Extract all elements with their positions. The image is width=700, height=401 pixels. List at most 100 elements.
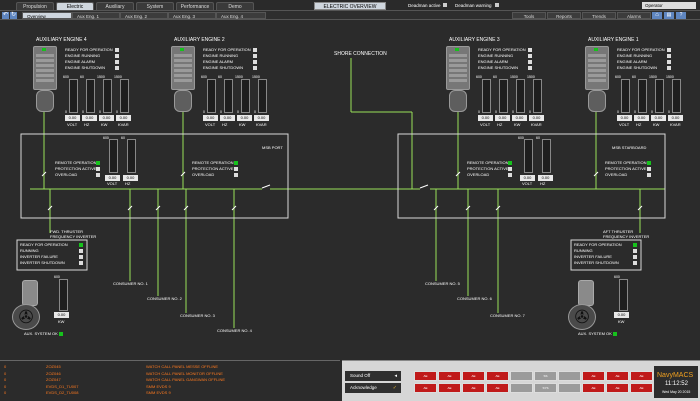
alarm-group-card[interactable]: AE (462, 371, 485, 381)
alarm-group-card[interactable]: SS (534, 371, 557, 381)
acknowledge-button[interactable]: Acknowledge✓ (345, 383, 401, 393)
busbar-gauge-max: 600 (103, 136, 109, 140)
alarm-group-card[interactable]: AE (486, 383, 509, 393)
busbar-status-indicator (647, 173, 651, 177)
gauge-value: 0.00 (237, 115, 252, 121)
tab-propulsion[interactable]: Propulsion (16, 2, 54, 10)
alarm-group-card[interactable]: AE (606, 371, 629, 381)
busbar-status-indicator (647, 161, 651, 165)
engine-status-indicator (253, 60, 257, 64)
gauge-max: 1500 (114, 75, 122, 79)
subtab-aux-eng-1[interactable]: Aux Eng. 1 (72, 12, 120, 19)
alarms-button[interactable]: Alarms (617, 12, 651, 19)
busbar-gauge-unit: HZ (540, 181, 546, 186)
gauge-unit: KVAR (670, 122, 681, 127)
home-icon[interactable]: ⌂ (652, 12, 662, 19)
alarm-group-card[interactable]: AE (582, 371, 605, 381)
subtab-aux-eng-4[interactable]: Aux Eng. 4 (216, 12, 266, 19)
help-icon[interactable]: ? (676, 12, 686, 19)
engine-status-indicator (667, 66, 671, 70)
alarm-group-card[interactable]: AE (606, 383, 629, 393)
gauge-min: 0 (237, 110, 239, 114)
thruster-status-indicator (79, 243, 83, 247)
sound-off-label: Sound Off (350, 373, 371, 378)
gauge-value: 0.00 (634, 115, 649, 121)
reports-button[interactable]: Reports (547, 12, 581, 19)
busbar-status-label: OVERLOAD (192, 172, 215, 177)
engine-graphic (585, 46, 609, 90)
busbar-gauge-unit: VOLT (107, 181, 118, 186)
busbar-gauge-bar (542, 139, 551, 173)
alarm-group-card[interactable]: SYS (534, 383, 557, 393)
engine-fin (449, 54, 467, 57)
gauge-unit: HZ (636, 122, 642, 127)
engine-fin (36, 59, 54, 62)
alarm-group-card[interactable]: AE (630, 371, 653, 381)
gauge-unit: KVAR (118, 122, 129, 127)
back-icon[interactable]: ↶ (2, 12, 9, 19)
subtab-overview[interactable]: Overview (22, 12, 72, 19)
thruster-status-label: INVERTER SHUTDOWN (20, 260, 65, 265)
refresh-icon[interactable]: ↻ (10, 12, 17, 19)
thruster-motor (22, 280, 38, 306)
busbar-gauge-bar (109, 139, 118, 173)
alarm-group-card[interactable]: AE (414, 383, 437, 393)
thruster-title-line1: FWD. THRUSTER (50, 229, 84, 234)
tab-demo[interactable]: Demo (216, 2, 254, 10)
alarm-group-card[interactable]: AE (462, 383, 485, 393)
subtab-aux-eng-2[interactable]: Aux Eng. 2 (120, 12, 168, 19)
alarm-group-card[interactable]: AE (438, 383, 461, 393)
tab-electric[interactable]: Electric (56, 2, 94, 10)
gauge-min: 0 (203, 110, 205, 114)
thruster-status-indicator (79, 261, 83, 265)
subtab-aux-eng-3[interactable]: Aux Eng. 3 (168, 12, 216, 19)
engine-generator (174, 90, 192, 112)
breaker-consumer-7 (495, 205, 501, 211)
busbar-status-indicator (234, 161, 238, 165)
deadman-active-indicator (443, 3, 447, 7)
alarm-group-card[interactable] (510, 383, 533, 393)
alarm-group-card[interactable]: AE (582, 383, 605, 393)
gauge-value: 0.00 (254, 115, 269, 121)
busbar-status-indicator (96, 167, 100, 171)
engine-fin (588, 54, 606, 57)
alarm-group-card[interactable]: AE (630, 383, 653, 393)
trends-button[interactable]: Trends (582, 12, 616, 19)
gauge-max: 60 (493, 75, 497, 79)
print-icon[interactable]: ▤ (664, 12, 674, 19)
alarm-group-card[interactable] (558, 371, 581, 381)
gauge-bar (655, 79, 664, 113)
busbar-gauge-value: 0.00 (105, 175, 120, 181)
tab-performance[interactable]: Performance (176, 2, 214, 10)
alarm-panel (0, 360, 340, 401)
busbar-status-indicator (508, 173, 512, 177)
breaker-consumer-4 (231, 205, 237, 211)
engine-fin (36, 54, 54, 57)
alarm-group-card[interactable]: AE (414, 371, 437, 381)
engine-status-label: ENGINE RUNNING (203, 53, 239, 58)
alarm-description: WATCH CALL PANEL MESSE OFFLINE (146, 364, 219, 369)
alarm-group-card[interactable] (558, 383, 581, 393)
alarm-group-card[interactable]: AE (486, 371, 509, 381)
engine-fin (588, 64, 606, 67)
tab-auxiliary[interactable]: Auxiliary (96, 2, 134, 10)
breaker-consumer-5 (433, 205, 439, 211)
engine-status-indicator (528, 60, 532, 64)
gauge-unit: KW (239, 122, 246, 127)
alarm-group-card[interactable]: AE (438, 371, 461, 381)
engine-status-indicator (115, 48, 119, 52)
sound-off-button[interactable]: Sound Off◂ (345, 371, 401, 381)
tab-system[interactable]: System (136, 2, 174, 10)
breaker-engine-4 (41, 171, 47, 177)
tools-button[interactable]: Tools (512, 12, 546, 19)
engine-fin (449, 79, 467, 82)
busbar-gauge-max: 60 (536, 136, 540, 140)
user-field[interactable]: Operator (642, 2, 696, 9)
breaker-consumer-3 (183, 205, 189, 211)
engine-status-indicator (253, 54, 257, 58)
engine-status-indicator (253, 66, 257, 70)
gauge-max: 60 (632, 75, 636, 79)
thruster-gauge-bar (619, 279, 628, 311)
thruster-status-label: INVERTER FAILURE (574, 254, 612, 259)
alarm-group-card[interactable] (510, 371, 533, 381)
